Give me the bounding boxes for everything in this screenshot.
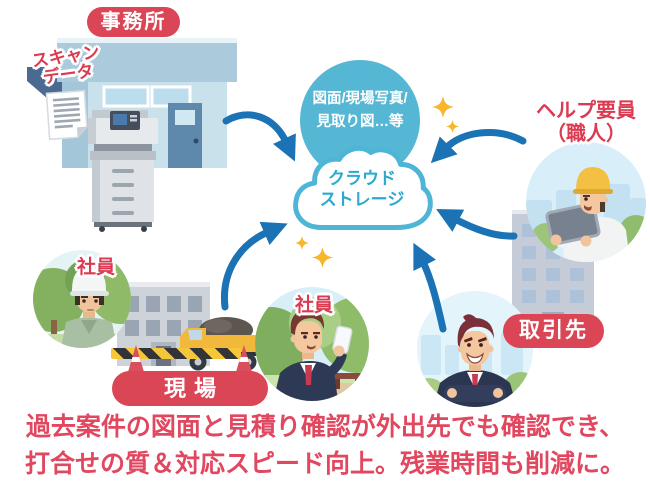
mobile-employee-label: 社員 <box>294 295 333 316</box>
striped-barrier <box>111 348 241 359</box>
arrow-site-to-cloud <box>220 221 288 311</box>
caption-line1: 過去案件の図面と見積り確認が外出先でも確認でき、 <box>25 413 625 441</box>
sparkle-icon <box>312 247 333 268</box>
office-badge: 事務所 <box>87 7 180 37</box>
site-employee-label: 社員 <box>76 257 115 278</box>
yellow-helmet-icon <box>576 167 610 192</box>
bubble-line2: 見取り図…等 <box>316 114 404 130</box>
helper-label: ヘルプ要員 （職人） <box>523 100 649 146</box>
caption-text: 過去案件の図面と見積り確認が外出先でも確認でき、 打合せの質＆対応スピード向上。… <box>0 409 650 483</box>
office-roof <box>57 38 237 82</box>
scanned-document-icon <box>45 89 88 141</box>
partner-avatar <box>417 291 533 407</box>
helper-label-line2: （職人） <box>546 123 626 145</box>
office-window <box>102 85 150 108</box>
suit-torso <box>273 361 338 401</box>
sparkle-icon <box>432 96 454 118</box>
cloud-storage-icon <box>293 145 433 230</box>
crossed-arms <box>444 385 506 402</box>
arrow-helper-to-cloud <box>430 129 527 164</box>
cloud-label-line1: クラウド <box>328 169 396 188</box>
sparkle-icon <box>295 236 309 250</box>
traffic-cone-icon <box>236 345 252 372</box>
site-office-building <box>117 282 210 366</box>
arrow-building-to-cloud <box>436 208 518 240</box>
hair <box>290 309 325 335</box>
helper-label-line1: ヘルプ要員 <box>536 100 636 122</box>
helper-craftsman-avatar <box>526 142 646 262</box>
white-helmet-icon <box>72 267 106 293</box>
cloud-storage-label: クラウド ストレージ <box>288 168 436 210</box>
tablet-icon <box>545 202 601 246</box>
traffic-cone-icon <box>128 345 144 372</box>
cloud-label-line2: ストレージ <box>319 190 405 209</box>
site-badge: 現場 <box>112 371 268 406</box>
bubble-line1: 図面/現場写真/ <box>312 91 408 107</box>
copier-icon <box>88 110 158 232</box>
sparkle-icon <box>446 120 459 133</box>
hair <box>457 318 494 347</box>
partner-badge: 取引先 <box>503 314 604 348</box>
site-worker-avatar <box>33 250 131 348</box>
cloud-topic-text: 図面/現場写真/ 見取り図…等 <box>298 88 422 134</box>
caption-line2: 打合せの質＆対応スピード向上。残業時間も削減に。 <box>24 450 625 478</box>
